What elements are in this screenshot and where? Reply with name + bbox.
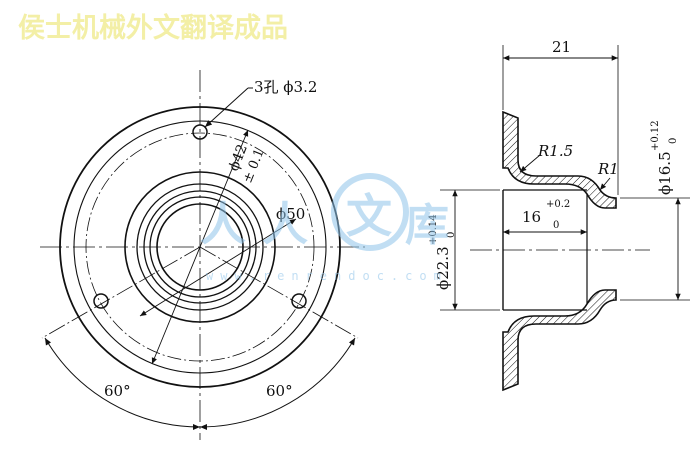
section-wall-lower — [502, 289, 617, 392]
dim-d223-label-group: ϕ22.3 +0.14 0 — [428, 214, 457, 290]
watermark-logo-char-1: 人 — [200, 197, 246, 251]
watermark-site: www.renrendoc.com — [206, 269, 448, 283]
dim-d165-tol-upper: +0.12 — [650, 120, 661, 151]
angle-right-label: 60° — [266, 382, 293, 400]
watermark-logo-ring — [331, 173, 409, 251]
hole-note-leader — [204, 87, 249, 128]
dim-d165-tol-lower: 0 — [668, 138, 679, 144]
dim-16-tol-lower: 0 — [553, 220, 559, 231]
section-view — [440, 45, 690, 392]
bolt-hole-left — [93, 293, 109, 309]
dim-d165-label: ϕ16.5 — [656, 151, 674, 195]
angle-left-label: 60° — [104, 382, 131, 400]
watermark-logo: 人 人 文 库 www.renrendoc.com — [200, 173, 449, 283]
radius-outer-leader — [519, 154, 541, 173]
dim-d223-tol-lower: 0 — [446, 232, 457, 238]
radial-line-left — [41, 246, 201, 339]
front-view — [40, 70, 365, 440]
dim-d42-label-group: ϕ42 ± 0.1 — [226, 142, 268, 185]
radial-line-right — [199, 246, 359, 339]
radius-outer-label: R1.5 — [537, 142, 573, 160]
dim-d50-line — [139, 218, 297, 317]
hole-note-label: 3孔 ϕ3.2 — [254, 78, 317, 96]
dim-d165-label-group: ϕ16.5 +0.12 0 — [650, 120, 679, 195]
dim-16-tol-upper: +0.2 — [546, 199, 570, 210]
watermark-logo-char-4: 库 — [405, 200, 449, 251]
dim-d223-tol-upper: +0.14 — [428, 214, 439, 245]
section-wall-upper — [502, 110, 617, 209]
angle-arc-right — [199, 337, 356, 430]
watermark-logo-char-3: 文 — [346, 189, 392, 243]
dim-21-label: 21 — [552, 38, 571, 56]
angle-arc-left — [44, 337, 201, 430]
radius-inner-leader — [599, 177, 611, 191]
watermark-logo-char-2: 人 — [262, 197, 308, 251]
dim-16-label: 16 — [522, 208, 541, 226]
radius-inner-label: R1 — [597, 160, 619, 178]
dim-d50-label: ϕ50 — [276, 205, 305, 223]
watermark-title: 侯士机械外文翻译成品 — [18, 12, 288, 44]
dim-d223-label: ϕ22.3 — [434, 246, 452, 290]
